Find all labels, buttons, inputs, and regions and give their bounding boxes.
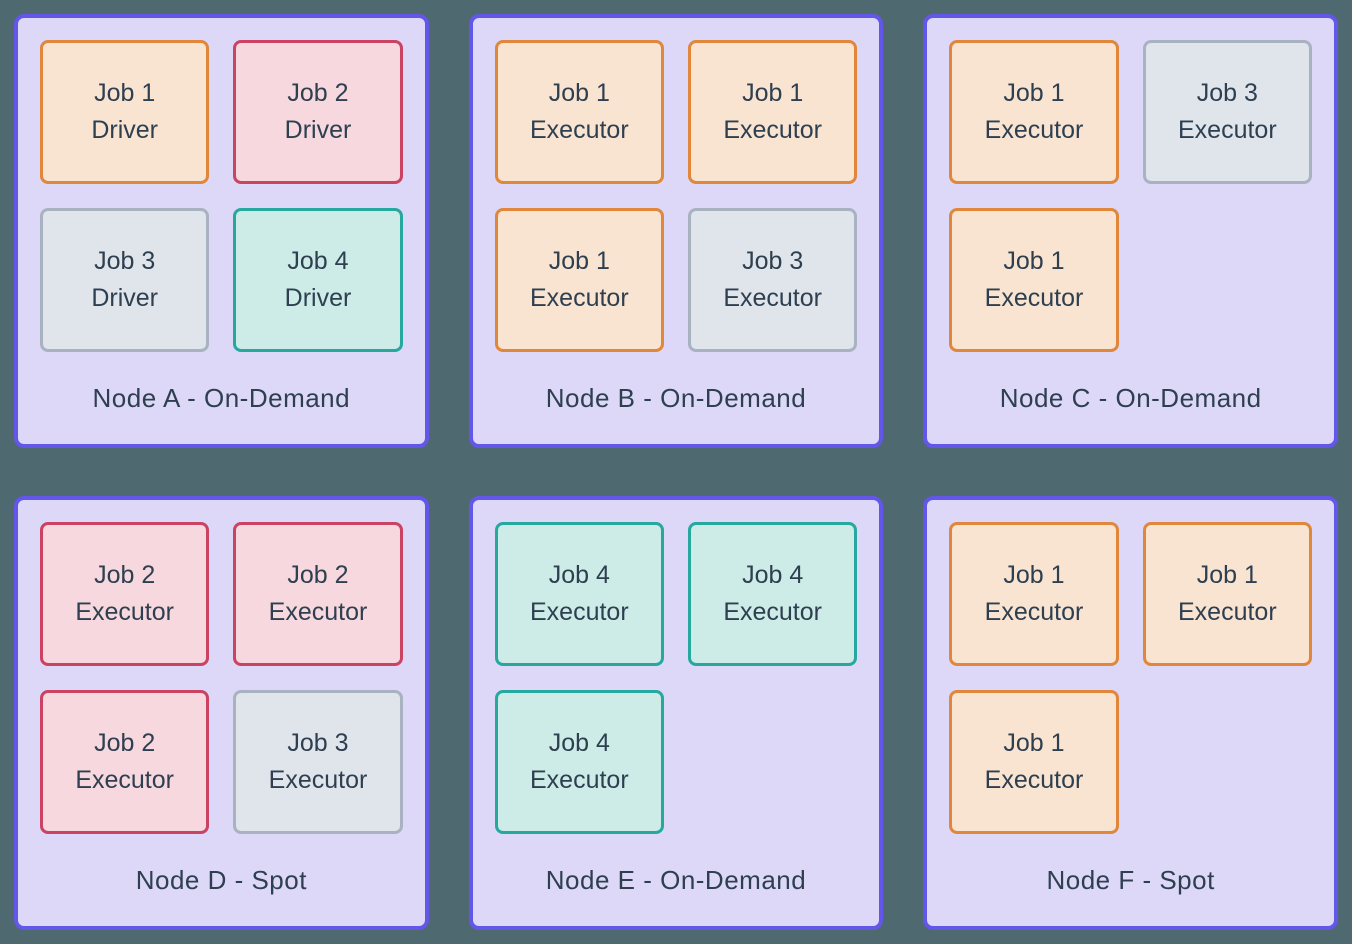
job-role: Executor	[268, 598, 368, 626]
job-title: Job 1	[1003, 79, 1065, 107]
node-label: Node C - On-Demand	[999, 382, 1262, 413]
node-card: Job 4 Executor Job 4 Executor Job 4 Exec…	[468, 496, 884, 930]
job-role: Executor	[529, 116, 629, 144]
job-box: Job 1 Executor	[494, 208, 664, 352]
node-label: Node A - On-Demand	[92, 382, 351, 413]
job-box: Job 3 Executor	[687, 208, 858, 352]
job-role: Executor	[529, 284, 629, 312]
job-role: Executor	[529, 598, 629, 626]
job-box: Job 3 Driver	[40, 208, 210, 352]
job-title: Job 1	[1003, 247, 1065, 275]
job-role: Executor	[529, 766, 629, 794]
job-role: Executor	[984, 598, 1084, 626]
job-box: Job 3 Executor	[233, 690, 403, 834]
job-title: Job 1	[742, 79, 804, 107]
job-box: Job 1 Executor	[949, 208, 1119, 352]
jobs-area: Job 4 Executor Job 4 Executor Job 4 Exec…	[494, 522, 858, 834]
node-label-area: Node C - On-Demand	[949, 352, 1312, 444]
jobs-area: Job 1 Executor Job 3 Executor Job 1 Exec…	[949, 40, 1312, 352]
node-card: Job 1 Driver Job 2 Driver Job 3 Driver J…	[14, 14, 429, 448]
job-role: Executor	[723, 284, 822, 312]
job-box: Job 4 Executor	[687, 522, 858, 666]
job-role: Driver	[284, 116, 352, 144]
job-box: Job 2 Executor	[40, 690, 210, 834]
job-role: Executor	[984, 284, 1084, 312]
job-title: Job 4	[287, 247, 349, 275]
job-title: Job 4	[548, 729, 610, 757]
job-box: Job 2 Executor	[40, 522, 210, 666]
job-role: Executor	[984, 116, 1084, 144]
job-title: Job 4	[548, 561, 610, 589]
job-role: Executor	[75, 766, 174, 794]
job-role: Executor	[984, 766, 1084, 794]
node-label-area: Node E - On-Demand	[495, 834, 858, 926]
job-title: Job 2	[94, 561, 156, 589]
job-title: Job 3	[742, 247, 804, 275]
node-label-area: Node D - Spot	[40, 834, 403, 926]
job-role: Driver	[284, 284, 352, 312]
node-label-area: Node B - On-Demand	[495, 352, 858, 444]
node-card: Job 1 Executor Job 1 Executor Job 1 Exec…	[468, 14, 884, 448]
job-box: Job 1 Executor	[949, 690, 1119, 834]
job-title: Job 1	[94, 79, 156, 107]
job-role: Driver	[91, 284, 158, 312]
job-title: Job 3	[1196, 79, 1258, 107]
job-title: Job 1	[548, 247, 610, 275]
job-box: Job 2 Executor	[233, 522, 403, 666]
job-role: Executor	[723, 116, 822, 144]
node-label-area: Node F - Spot	[949, 834, 1312, 926]
jobs-area: Job 1 Driver Job 2 Driver Job 3 Driver J…	[40, 40, 403, 352]
job-box: Job 1 Executor	[1142, 522, 1312, 666]
job-title: Job 1	[1003, 729, 1065, 757]
node-card: Job 1 Executor Job 1 Executor Job 1 Exec…	[923, 496, 1338, 930]
job-box: Job 1 Executor	[687, 40, 858, 184]
job-box: Job 1 Driver	[40, 40, 210, 184]
node-label: Node D - Spot	[135, 864, 307, 895]
job-box: Job 4 Executor	[494, 522, 664, 666]
job-box: Job 4 Executor	[494, 690, 664, 834]
job-title: Job 4	[742, 561, 804, 589]
job-title: Job 3	[94, 247, 156, 275]
job-role: Driver	[91, 116, 158, 144]
job-box: Job 1 Executor	[949, 522, 1119, 666]
node-label: Node F - Spot	[1046, 864, 1215, 895]
job-role: Executor	[75, 598, 174, 626]
jobs-area: Job 1 Executor Job 1 Executor Job 1 Exec…	[494, 40, 858, 352]
jobs-area: Job 2 Executor Job 2 Executor Job 2 Exec…	[40, 522, 403, 834]
job-title: Job 1	[1196, 561, 1258, 589]
node-card: Job 1 Executor Job 3 Executor Job 1 Exec…	[923, 14, 1338, 448]
job-title: Job 1	[548, 79, 610, 107]
job-role: Executor	[723, 598, 822, 626]
job-box: Job 1 Executor	[494, 40, 664, 184]
jobs-area: Job 1 Executor Job 1 Executor Job 1 Exec…	[949, 522, 1312, 834]
job-title: Job 2	[287, 79, 349, 107]
job-title: Job 1	[1003, 561, 1065, 589]
job-title: Job 3	[287, 729, 349, 757]
job-title: Job 2	[287, 561, 349, 589]
node-label: Node E - On-Demand	[545, 864, 807, 895]
node-label-area: Node A - On-Demand	[40, 352, 403, 444]
job-box: Job 1 Executor	[949, 40, 1119, 184]
job-box: Job 4 Driver	[233, 208, 403, 352]
cluster-diagram: Job 1 Driver Job 2 Driver Job 3 Driver J…	[14, 14, 1338, 930]
job-role: Executor	[1177, 598, 1277, 626]
job-box: Job 3 Executor	[1142, 40, 1312, 184]
job-role: Executor	[1177, 116, 1277, 144]
job-box: Job 2 Driver	[233, 40, 403, 184]
job-title: Job 2	[94, 729, 156, 757]
node-label: Node B - On-Demand	[545, 382, 807, 413]
node-card: Job 2 Executor Job 2 Executor Job 2 Exec…	[14, 496, 429, 930]
job-role: Executor	[268, 766, 368, 794]
